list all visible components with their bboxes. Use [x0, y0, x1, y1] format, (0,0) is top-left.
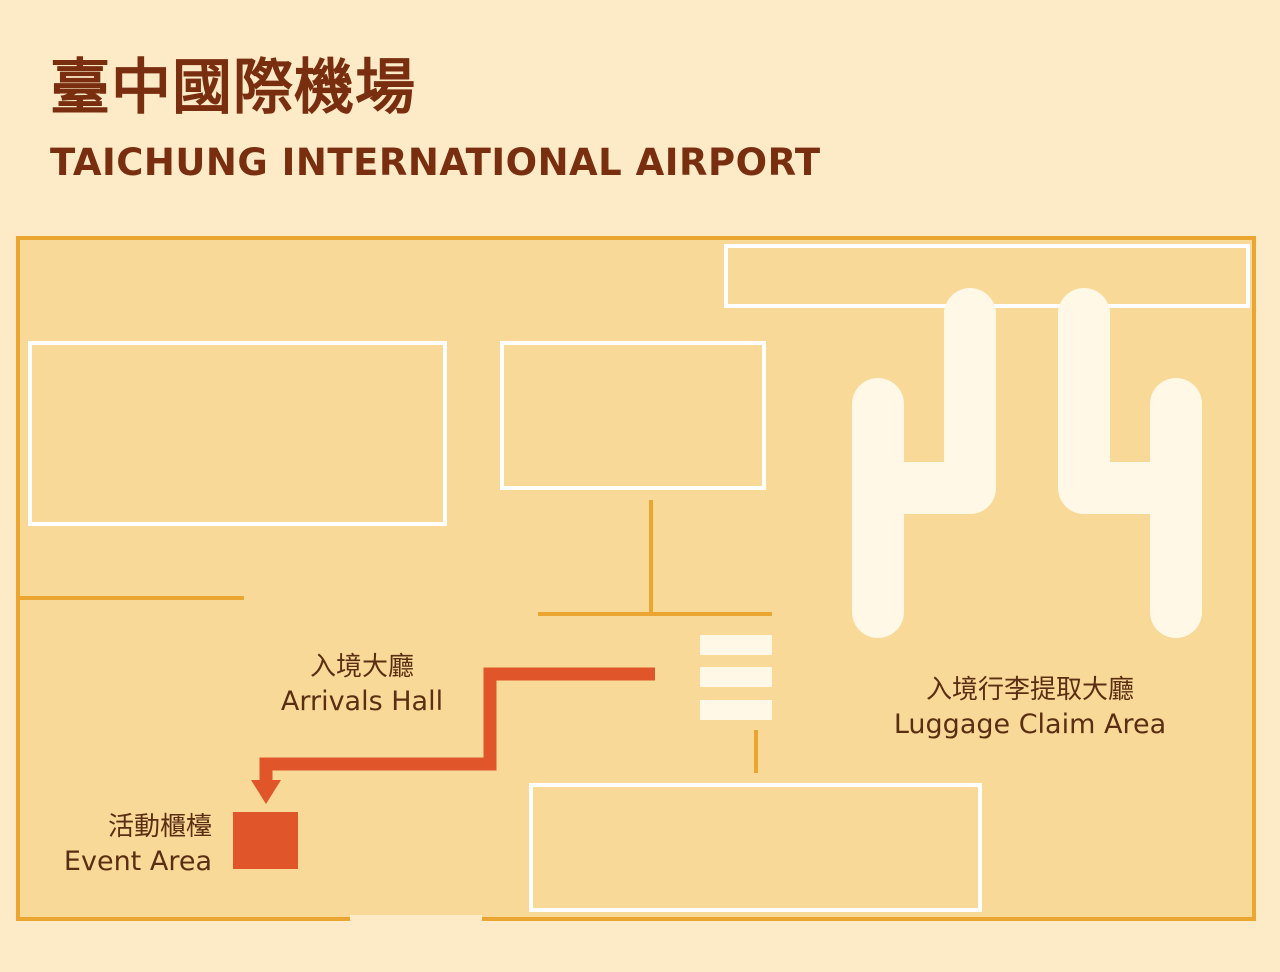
route-path — [259, 667, 655, 784]
baggage-carousel-right — [1058, 288, 1202, 638]
event-area-label: 活動櫃檯 Event Area — [40, 810, 212, 880]
room-bottom — [529, 783, 982, 912]
page-title: 臺中國際機場 — [50, 53, 416, 123]
route-arrow-icon — [251, 780, 281, 804]
event-area-marker[interactable] — [233, 812, 298, 869]
terminal-floor — [18, 238, 1254, 919]
terminal-outer-wall — [16, 236, 1256, 921]
arrivals-hall-label-zh: 入境大廳 — [309, 652, 414, 682]
arrivals-hall-label-en: Arrivals Hall — [280, 686, 444, 717]
event-area-label-zh: 活動櫃檯 — [107, 812, 212, 842]
event-area-label-en: Event Area — [63, 846, 212, 877]
security-gate-icon — [700, 635, 772, 720]
carousel-stem-right-top — [1058, 310, 1110, 340]
room-center — [500, 341, 766, 490]
entrance-gap[interactable] — [350, 915, 482, 923]
arrivals-hall-label: 入境大廳 Arrivals Hall — [276, 650, 448, 720]
page-subtitle: TAICHUNG INTERNATIONAL AIRPORT — [50, 141, 821, 184]
luggage-claim-label: 入境行李提取大廳 Luggage Claim Area — [880, 673, 1180, 743]
luggage-claim-label-zh: 入境行李提取大廳 — [925, 675, 1134, 705]
luggage-claim-label-en: Luggage Claim Area — [893, 709, 1167, 740]
baggage-carousel-left — [852, 288, 996, 638]
room-left — [28, 341, 447, 526]
carousel-stem-left-top — [944, 310, 996, 340]
